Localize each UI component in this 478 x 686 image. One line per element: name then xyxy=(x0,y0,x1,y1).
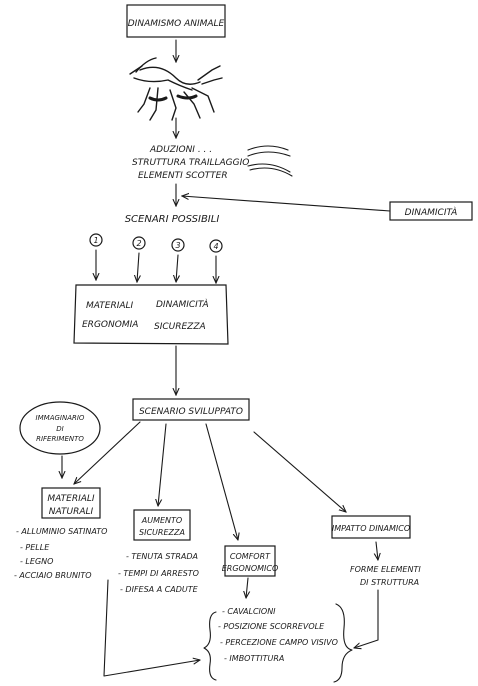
scenario-number-4: 4 xyxy=(213,242,218,251)
top-box xyxy=(126,4,226,38)
materiali-box-line-2: NATURALI xyxy=(49,507,94,517)
connector-sicurezza-to-comfort xyxy=(103,579,200,677)
materiali-box xyxy=(41,487,101,519)
top-box-label: DINAMISMO ANIMALE xyxy=(128,19,225,29)
arrow-to-materiali xyxy=(74,421,141,484)
feature-2: STRUTTURA TRAILLAGGIO xyxy=(132,158,249,168)
dinamicita-label: DINAMICITÀ xyxy=(405,206,458,218)
arrow-2 xyxy=(137,252,139,282)
immaginario-line-3: RIFERIMENTO xyxy=(36,435,84,443)
impatto-box xyxy=(331,515,411,539)
comfort-item-1: - CAVALCIONI xyxy=(222,607,276,616)
scenario-numbers: 1 2 3 4 xyxy=(89,233,223,253)
materiali-item-3: - LEGNO xyxy=(20,557,53,566)
animal-sketch-image xyxy=(129,57,223,121)
comfort-box-line-1: COMFORT xyxy=(230,552,271,561)
arrow-to-impatto xyxy=(253,431,346,512)
sicurezza-box-line-1: AUMENTO xyxy=(141,516,182,525)
connector-impatto-to-comfort xyxy=(354,589,379,648)
arrow-comfort-down xyxy=(246,577,248,598)
arrow-3 xyxy=(176,254,178,282)
comfort-box-line-2: ERGONOMICO xyxy=(222,564,279,573)
criteria-sicurezza: SICUREZZA xyxy=(154,322,206,332)
immaginario-ellipse xyxy=(19,401,101,455)
criteria-box xyxy=(73,284,229,345)
materiali-item-2: - PELLE xyxy=(20,543,50,552)
left-brace xyxy=(203,611,217,681)
comfort-item-2: - POSIZIONE SCORREVOLE xyxy=(218,622,325,631)
curve-strokes-icon xyxy=(247,145,293,177)
criteria-ergonomia: ERGONOMIA xyxy=(82,320,138,330)
sicurezza-box xyxy=(133,509,191,541)
sicurezza-item-3: - DIFESA A CADUTE xyxy=(120,585,199,594)
comfort-box xyxy=(224,545,276,577)
sicurezza-item-1: - TENUTA STRADA xyxy=(126,552,198,561)
scenario-sviluppato-box xyxy=(132,398,250,421)
right-brace xyxy=(333,603,353,683)
impatto-item-2: DI STRUTTURA xyxy=(360,578,419,587)
feature-3: ELEMENTI SCOTTER xyxy=(138,171,228,181)
arrow-impatto-down xyxy=(376,541,378,560)
materiali-item-4: - ACCIAIO BRUNITO xyxy=(14,571,92,580)
scenario-number-3: 3 xyxy=(175,241,180,250)
scenari-possibili-label: SCENARI POSSIBILI xyxy=(125,214,220,225)
criteria-materiali: MATERIALI xyxy=(86,301,134,311)
feature-1: ADUZIONI . . . xyxy=(149,145,212,155)
comfort-item-4: - IMBOTTITURA xyxy=(224,654,284,663)
materiali-item-1: - ALLUMINIO SATINATO xyxy=(16,527,107,536)
arrow-to-comfort xyxy=(205,423,238,540)
arrow-dinamicita-to-scenari xyxy=(182,196,391,212)
scenario-number-1: 1 xyxy=(93,236,98,245)
scenario-sviluppato-label: SCENARIO SVILUPPATO xyxy=(139,407,243,417)
sicurezza-box-line-2: SICUREZZA xyxy=(139,528,185,537)
scenario-number-2: 2 xyxy=(136,239,141,248)
criteria-dinamicita: DINAMICITÀ xyxy=(156,298,209,310)
arrow-to-sicurezza xyxy=(158,423,167,506)
materiali-box-line-1: MATERIALI xyxy=(47,494,95,504)
immaginario-line-1: IMMAGINARIO xyxy=(36,414,85,422)
sicurezza-item-2: - TEMPI DI ARRESTO xyxy=(118,569,199,578)
comfort-item-3: - PERCEZIONE CAMPO VISIVO xyxy=(220,638,338,647)
impatto-item-1: FORME ELEMENTI xyxy=(350,565,421,574)
impatto-label: IMPATTO DINAMICO xyxy=(332,524,410,533)
immaginario-line-2: DI xyxy=(56,425,63,433)
